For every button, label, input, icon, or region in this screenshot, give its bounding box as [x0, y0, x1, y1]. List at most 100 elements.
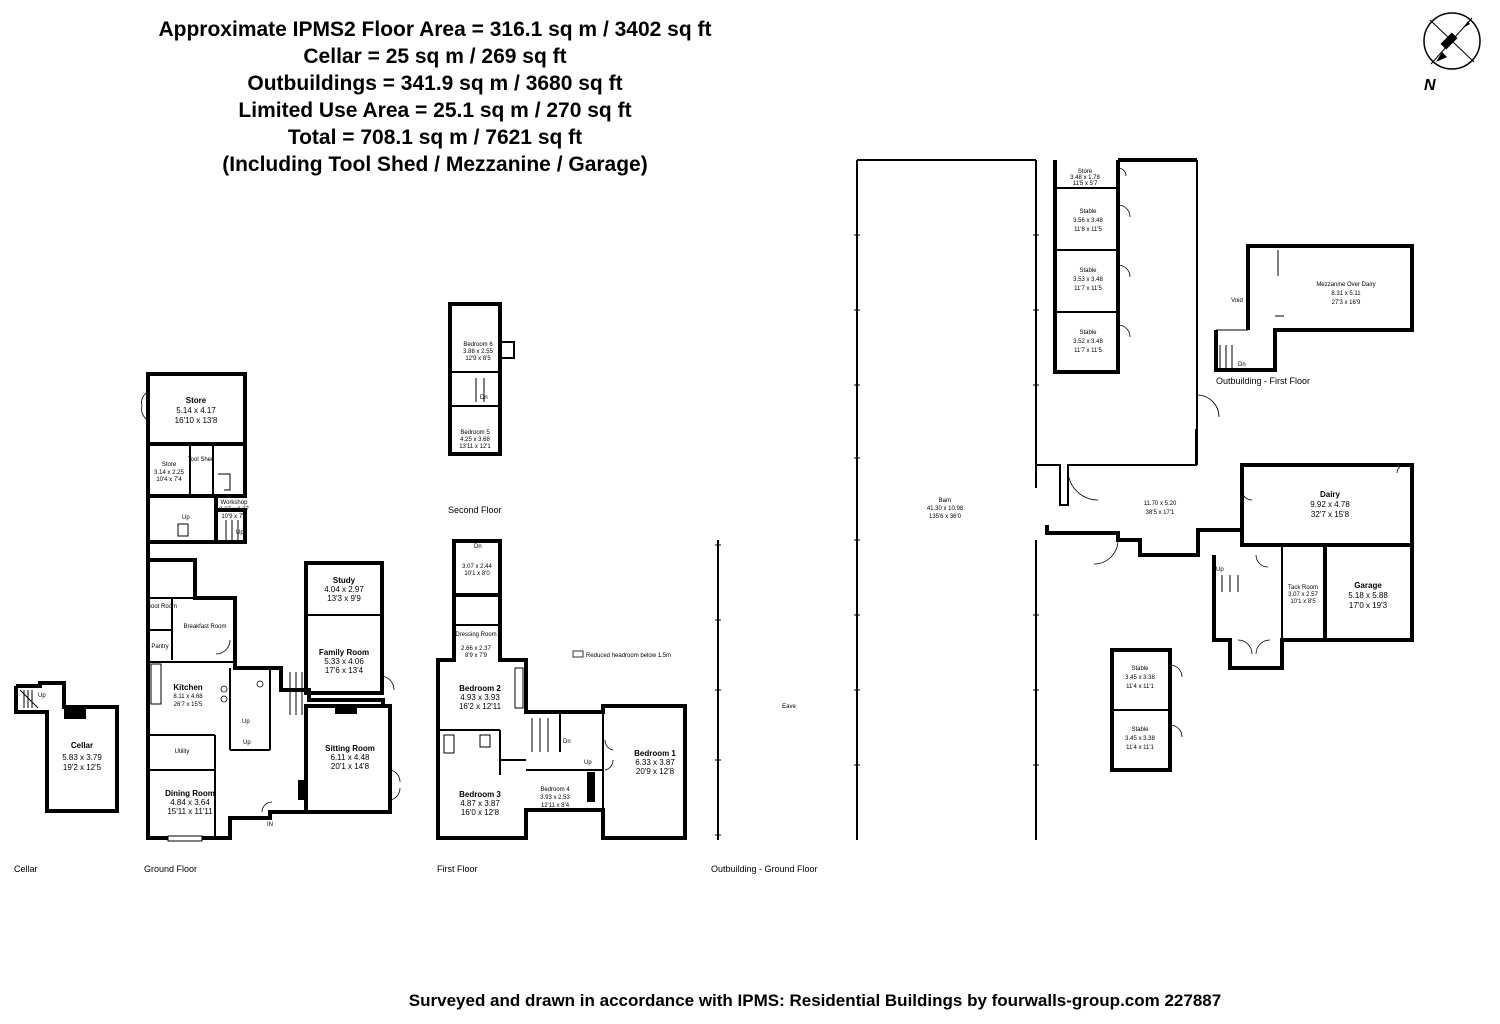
room-bedroom-1-metric: 6.33 x 3.87 — [635, 758, 675, 767]
room-store-out-imperial: 11'5 x 5'7 — [1073, 181, 1099, 187]
room-stable-3-metric: 3.52 x 3.48 — [1073, 339, 1103, 345]
area-line-cellar: Cellar = 25 sq m / 269 sq ft — [303, 45, 567, 68]
floor-label-outbuilding-ground: Outbuilding - Ground Floor — [711, 864, 818, 874]
room-store-name: Store — [186, 396, 207, 405]
floor-label-second: Second Floor — [448, 505, 502, 515]
room-stable-2-imperial: 11'7 x 11'5 — [1074, 286, 1102, 292]
room-store-out-metric: 3.48 x 1.78 — [1070, 175, 1100, 181]
room-dressing-room-name: Dressing Room — [455, 632, 496, 638]
outbuilding-stair-up: Up — [1216, 567, 1224, 573]
room-bedroom-5-name: Bedroom 5 — [460, 430, 490, 436]
second-floor-plan: Dn Bedroom 6 3.88 x 2.55 12'9 x 8'5 Bedr… — [448, 302, 515, 456]
room-kitchen-imperial: 26'7 x 15'5 — [174, 702, 203, 708]
room-breakfast-room-name: Breakfast Room — [183, 624, 226, 630]
room-tack-room-imperial: 10'1 x 8'5 — [1290, 599, 1316, 605]
room-study-metric: 4.04 x 2.97 — [324, 585, 364, 594]
room-dairy-metric: 9.92 x 4.78 — [1310, 500, 1350, 509]
floor-label-ground: Ground Floor — [144, 864, 197, 874]
room-kitchen-metric: 8.11 x 4.68 — [173, 694, 203, 700]
room-bedroom-3-metric: 4.87 x 3.87 — [460, 799, 500, 808]
room-stable-5-metric: 3.45 x 3.38 — [1125, 736, 1155, 742]
ground-stair-up-2: Up — [242, 719, 250, 725]
outbuilding-ground-plan: Eave Barn 41.30 x 10.98 135'6 x 36'0 Sto… — [715, 158, 1414, 840]
room-stable-1-imperial: 11'8 x 11'5 — [1074, 227, 1102, 233]
room-store-small-metric: 3.14 x 2.25 — [154, 470, 184, 476]
room-hall-out-metric: 11.70 x 5.20 — [1144, 501, 1177, 507]
floor-label-outbuilding-first: Outbuilding - First Floor — [1216, 376, 1310, 386]
room-workshop-name: Workshop — [221, 500, 249, 506]
first-floor-plan: Dn 3.07 x 2.44 10'1 x 8'0 Reduced headro… — [436, 539, 687, 840]
room-dairy-name: Dairy — [1320, 490, 1341, 499]
room-dressing-room-metric: 2.66 x 2.37 — [461, 646, 491, 652]
room-stable-3-imperial: 11'7 x 11'5 — [1074, 348, 1102, 354]
room-family-room-metric: 5.33 x 4.06 — [324, 657, 364, 666]
outbuilding-first-plan: Dn Void Mezzanine Over Dairy 8.31 x 5.11… — [1214, 244, 1414, 372]
room-garage-metric: 5.18 x 5.88 — [1348, 591, 1388, 600]
area-line-limited-use: Limited Use Area = 25.1 sq m / 270 sq ft — [238, 99, 632, 122]
room-sitting-room-name: Sitting Room — [325, 744, 375, 753]
room-utility-name: Utility — [175, 749, 190, 755]
room-tool-shed-name: Tool Shed — [188, 457, 215, 463]
room-cellar-name: Cellar — [71, 741, 93, 750]
room-stable-3-name: Stable — [1079, 330, 1097, 336]
room-bedroom-4-metric: 3.93 x 2.53 — [540, 795, 570, 801]
room-bedroom-3-imperial: 16'0 x 12'8 — [461, 808, 500, 817]
room-barn-imperial: 135'6 x 36'0 — [929, 514, 962, 520]
room-sitting-room-metric: 6.11 x 4.48 — [331, 753, 371, 762]
compass-label: N — [1424, 77, 1436, 94]
room-bedroom-4-imperial: 12'11 x 8'4 — [541, 803, 570, 809]
room-kitchen-name: Kitchen — [173, 683, 202, 692]
area-summary: Approximate IPMS2 Floor Area = 316.1 sq … — [100, 16, 770, 178]
room-workshop-metric: 3.27 x 2.37 — [219, 507, 249, 513]
floor-label-cellar: Cellar — [14, 864, 38, 874]
room-stable-5-name: Stable — [1131, 727, 1149, 733]
room-bedroom-3-name: Bedroom 3 — [459, 790, 501, 799]
first-stair-down: Dn — [563, 739, 571, 745]
floor-label-first: First Floor — [437, 864, 478, 874]
room-void-name: Void — [1231, 298, 1243, 304]
room-stable-1-metric: 3.56 x 3.48 — [1073, 218, 1103, 224]
room-cellar-imperial: 19'2 x 12'5 — [63, 763, 102, 772]
room-family-room-name: Family Room — [319, 648, 369, 657]
room-bedroom-1-name: Bedroom 1 — [634, 749, 676, 758]
room-store-imperial: 16'10 x 13'8 — [175, 416, 218, 425]
room-bedroom-2-metric: 4.93 x 3.93 — [460, 693, 500, 702]
ground-stair-up: Up — [243, 740, 251, 746]
workshop-stair-up-2: Up — [236, 530, 244, 536]
room-bedroom-1-imperial: 20'9 x 12'8 — [636, 767, 675, 776]
room-bedroom-6-name: Bedroom 6 — [463, 342, 493, 348]
second-stair-down: Dn — [480, 395, 488, 401]
room-bedroom-5-metric: 4.25 x 3.68 — [460, 437, 490, 443]
first-stair-up: Up — [584, 760, 592, 766]
cellar-stair-up: Up — [38, 693, 46, 699]
room-store-metric: 5.14 x 4.17 — [176, 406, 216, 415]
north-compass-icon: N — [1423, 12, 1481, 94]
ground-entrance-in: IN — [267, 822, 273, 828]
outbuilding-eave: Eave — [782, 704, 796, 710]
room-store-small-name: Store — [162, 462, 177, 468]
room-store-small-imperial: 10'4 x 7'4 — [156, 477, 182, 483]
room-attic-metric: 3.07 x 2.44 — [462, 564, 492, 570]
room-dining-room-imperial: 15'11 x 11'11 — [167, 807, 213, 816]
room-family-room-imperial: 17'6 x 13'4 — [325, 666, 364, 675]
area-line-outbuildings: Outbuildings = 341.9 sq m / 3680 sq ft — [247, 72, 623, 95]
room-pantry-name: Pantry — [151, 644, 168, 650]
room-sitting-room-imperial: 20'1 x 14'8 — [331, 762, 370, 771]
room-study-imperial: 13'3 x 9'9 — [327, 594, 361, 603]
room-workshop-imperial: 10'9 x 7'9 — [221, 514, 247, 520]
room-dining-room-name: Dining Room — [165, 789, 215, 798]
room-tack-room-name: Tack Room — [1288, 585, 1318, 591]
room-tack-room-metric: 3.07 x 2.57 — [1288, 592, 1318, 598]
survey-credit: Surveyed and drawn in accordance with IP… — [408, 991, 1222, 1010]
area-line-total: Total = 708.1 sq m / 7621 sq ft — [287, 126, 583, 149]
room-bedroom-5-imperial: 13'11 x 12'1 — [459, 444, 491, 450]
room-mezzanine-imperial: 27'3 x 16'9 — [1332, 300, 1361, 306]
room-barn-metric: 41.30 x 10.98 — [927, 506, 964, 512]
room-bedroom-2-name: Bedroom 2 — [459, 684, 501, 693]
room-stable-4-metric: 3.45 x 3.38 — [1125, 675, 1155, 681]
room-stable-4-name: Stable — [1131, 666, 1149, 672]
area-line-ipms2: Approximate IPMS2 Floor Area = 316.1 sq … — [158, 18, 712, 41]
room-bedroom-4-name: Bedroom 4 — [540, 787, 570, 793]
workshop-stair-up: Up — [182, 515, 190, 521]
